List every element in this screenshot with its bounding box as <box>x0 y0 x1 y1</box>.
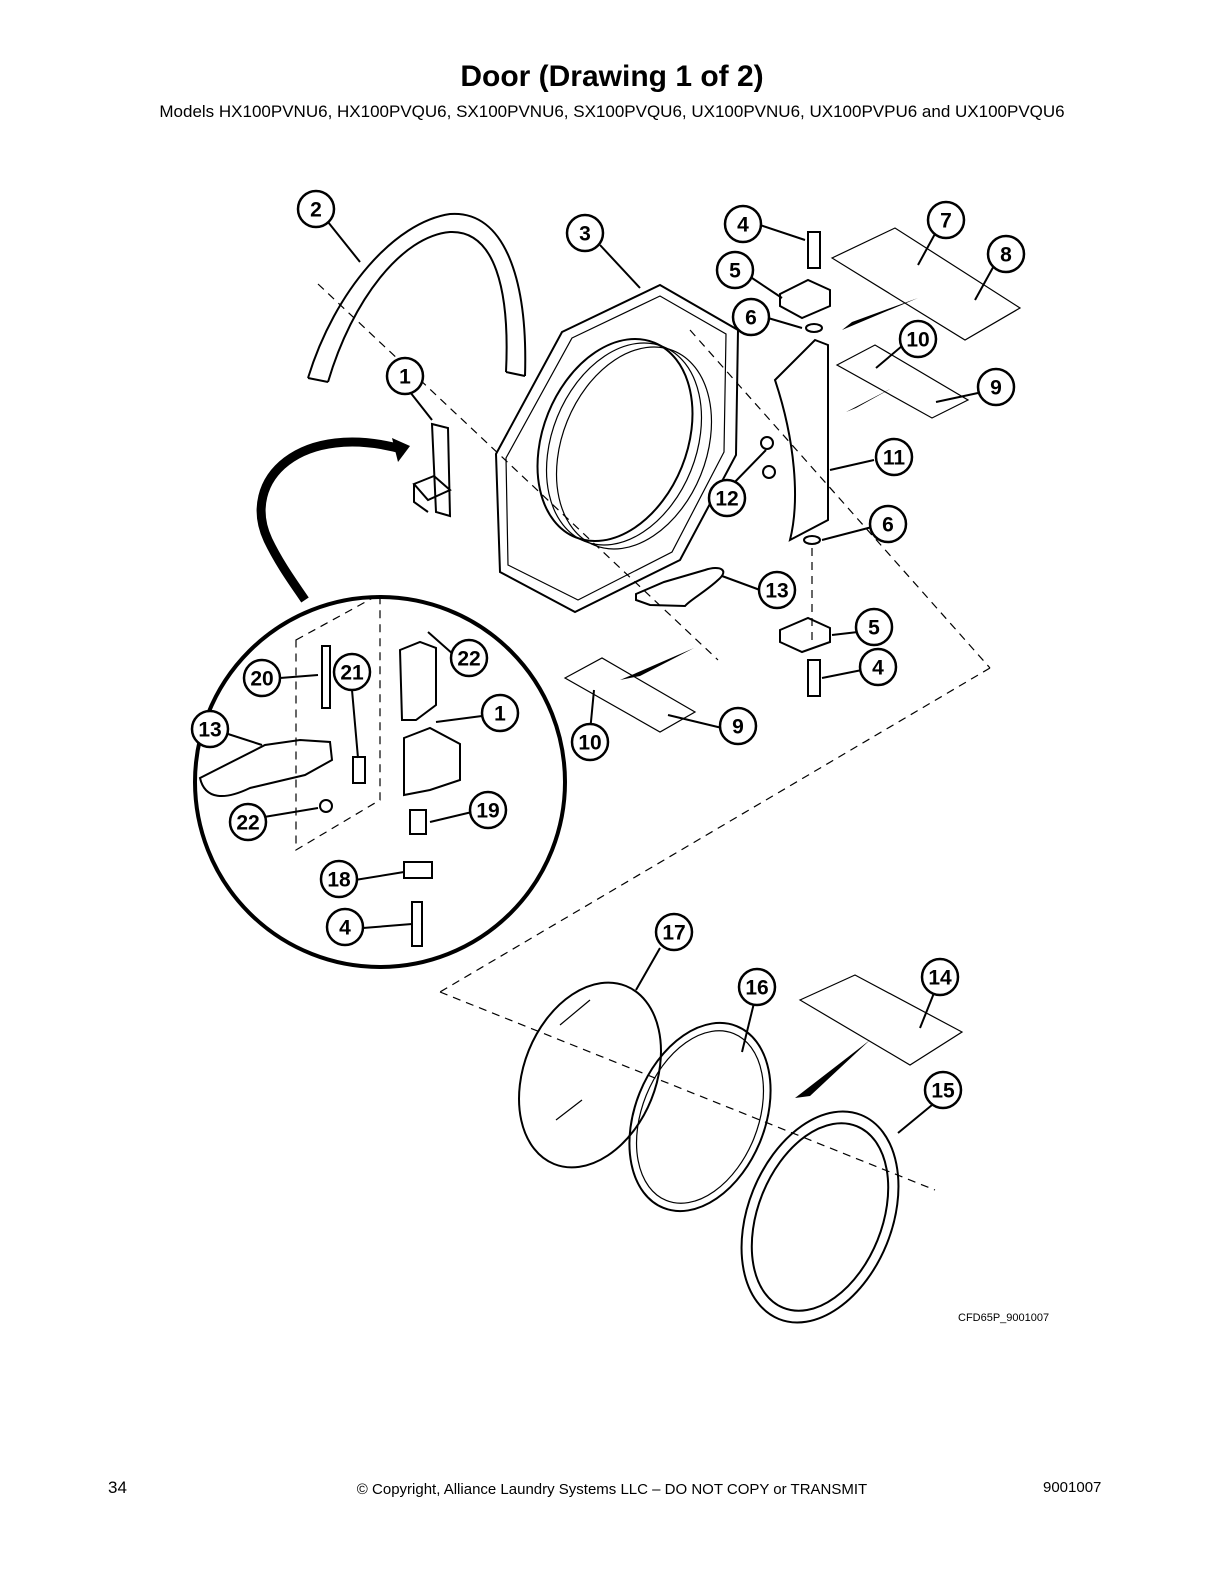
detail-arrow <box>256 437 407 603</box>
callout-13: 13 <box>757 570 797 610</box>
svg-text:21: 21 <box>340 662 364 685</box>
callout-6: 6 <box>731 297 771 337</box>
svg-text:4: 4 <box>737 214 749 237</box>
callout-10: 10 <box>898 319 938 359</box>
callout-5: 5 <box>715 250 755 290</box>
callout-9: 9 <box>718 706 758 746</box>
callout-5: 5 <box>854 607 894 647</box>
callout-22: 22 <box>449 638 489 678</box>
svg-text:4: 4 <box>872 657 884 680</box>
svg-text:2: 2 <box>310 199 322 222</box>
svg-text:16: 16 <box>745 977 768 1000</box>
svg-text:11: 11 <box>883 447 906 470</box>
svg-text:14: 14 <box>928 967 952 990</box>
callout-6: 6 <box>868 504 908 544</box>
callout-17: 17 <box>654 912 694 952</box>
callout-4: 4 <box>858 647 898 687</box>
callout-12: 12 <box>707 478 747 518</box>
callout-22: 22 <box>228 802 268 842</box>
hinge-detail-view <box>193 592 567 969</box>
svg-text:1: 1 <box>494 703 506 726</box>
svg-text:19: 19 <box>476 800 499 823</box>
callout-3: 3 <box>565 213 605 253</box>
hardware-panel <box>563 227 1022 1098</box>
callout-leaders <box>227 221 997 1134</box>
copyright-notice: © Copyright, Alliance Laundry Systems LL… <box>356 1481 868 1498</box>
svg-text:6: 6 <box>882 514 894 537</box>
model-list: Models HX100PVNU6, HX100PVQU6, SX100PVNU… <box>159 102 1065 121</box>
callout-7: 7 <box>926 200 966 240</box>
callout-21: 21 <box>332 652 372 692</box>
callout-15: 15 <box>923 1070 963 1110</box>
svg-text:3: 3 <box>579 223 591 246</box>
hinge-plate-part <box>773 338 829 542</box>
callout-16: 16 <box>737 967 777 1007</box>
callout-4: 4 <box>325 907 365 947</box>
door-gasket-part <box>307 212 527 383</box>
callout-14: 14 <box>920 957 960 997</box>
svg-text:6: 6 <box>745 307 757 330</box>
svg-text:8: 8 <box>1000 244 1012 267</box>
svg-text:10: 10 <box>906 329 929 352</box>
callout-2: 2 <box>296 189 336 229</box>
upper-hinge-hardware <box>779 231 831 697</box>
svg-text:7: 7 <box>940 210 952 233</box>
page-number: 34 <box>108 1478 127 1497</box>
svg-text:5: 5 <box>729 260 741 283</box>
svg-text:15: 15 <box>931 1080 955 1103</box>
callout-20: 20 <box>242 658 282 698</box>
nut-part <box>760 436 774 450</box>
callout-1: 1 <box>385 356 425 396</box>
drawing-code: CFD65P_9001007 <box>958 1312 1050 1324</box>
callout-10: 10 <box>570 722 610 762</box>
callout-1: 1 <box>480 693 520 733</box>
svg-text:22: 22 <box>457 648 480 671</box>
svg-text:9: 9 <box>732 716 744 739</box>
svg-text:13: 13 <box>765 580 788 603</box>
callout-13: 13 <box>190 709 230 749</box>
callout-18: 18 <box>319 859 359 899</box>
glass-retainer-part <box>740 1110 900 1324</box>
svg-text:10: 10 <box>578 732 601 755</box>
svg-text:22: 22 <box>236 812 259 835</box>
svg-text:17: 17 <box>662 922 685 945</box>
document-number: 9001007 <box>1043 1479 1102 1496</box>
nut-part <box>762 465 776 479</box>
page-title: Door (Drawing 1 of 2) <box>460 60 764 93</box>
assembly-center-lines <box>317 283 991 1191</box>
svg-text:5: 5 <box>868 617 880 640</box>
svg-text:9: 9 <box>990 377 1002 400</box>
svg-text:1: 1 <box>399 366 411 389</box>
callout-19: 19 <box>468 790 508 830</box>
glass-gasket-part <box>628 1021 772 1213</box>
callout-8: 8 <box>986 234 1026 274</box>
hinge-bracket-part <box>412 422 452 518</box>
svg-text:12: 12 <box>715 488 738 511</box>
svg-text:4: 4 <box>339 917 351 940</box>
callout-11: 11 <box>874 437 914 477</box>
svg-text:13: 13 <box>198 719 221 742</box>
svg-text:20: 20 <box>250 668 273 691</box>
door-glass-part <box>518 981 662 1169</box>
callout-4: 4 <box>723 204 763 244</box>
door-handle-part <box>635 567 725 608</box>
svg-text:18: 18 <box>327 869 351 892</box>
callout-9: 9 <box>976 367 1016 407</box>
door-frame-part <box>494 283 740 614</box>
